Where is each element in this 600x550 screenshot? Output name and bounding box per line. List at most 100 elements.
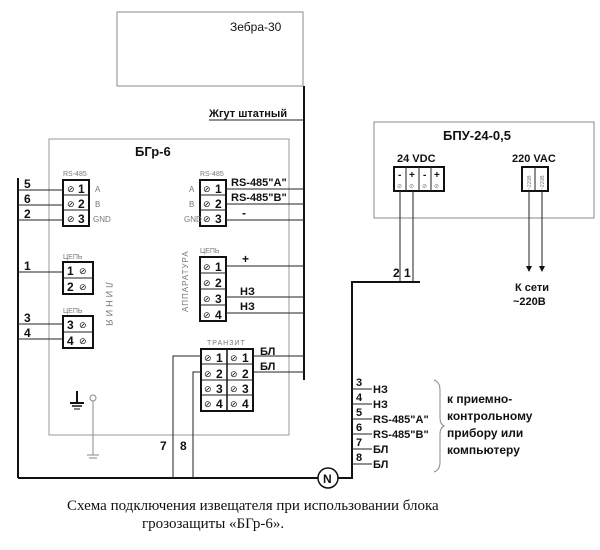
svg-text:⊘: ⊘ — [67, 214, 75, 224]
svg-text:GND: GND — [184, 215, 202, 224]
svg-text:4: 4 — [242, 397, 249, 411]
svg-text:⊘: ⊘ — [204, 353, 212, 363]
terminal-label: 4 — [67, 334, 74, 348]
bgr-6-enclosure — [48, 138, 290, 436]
svg-text:НЗ: НЗ — [240, 301, 255, 313]
svg-text:⊘: ⊘ — [204, 399, 212, 409]
svg-text:A: A — [95, 185, 101, 194]
svg-text:3: 3 — [216, 382, 223, 396]
line-label: ЛИНИЯ — [104, 282, 114, 329]
right-rs485-row: GND ⊘ 3 - — [184, 206, 304, 226]
dc-terminal-sign: - — [398, 170, 401, 181]
svg-text:3: 3 — [215, 212, 222, 226]
zebra-30-title: Зебра-30 — [230, 20, 282, 34]
svg-text:GND: GND — [93, 215, 111, 224]
svg-text:1: 1 — [215, 182, 222, 196]
wire-number: 1 — [24, 259, 31, 273]
mains-label: К сети — [515, 282, 549, 294]
svg-text:⊘: ⊘ — [422, 184, 427, 190]
node-n — [317, 467, 339, 489]
svg-text:⊘: ⊘ — [230, 399, 238, 409]
svg-text:8: 8 — [356, 452, 362, 464]
ground-terminal-icon — [87, 394, 99, 459]
svg-text:2: 2 — [242, 367, 249, 381]
ac-terminal-label: ~220В — [540, 175, 546, 190]
svg-text:6: 6 — [24, 192, 31, 206]
transit-row: ⊘ 1 ⊘ 1 — [204, 351, 249, 365]
svg-text:⊘: ⊘ — [79, 266, 87, 276]
svg-text:6: 6 — [356, 422, 362, 434]
transit-row: ⊘ 4 ⊘ 4 — [204, 397, 249, 411]
transit-row: ⊘ 2 ⊘ 2 — [204, 367, 249, 381]
right-rs485-terminal-block — [199, 179, 227, 227]
right-rs485-row: B ⊘ 2 RS-485"B" — [189, 192, 304, 211]
transit-output-label: БЛ — [260, 346, 275, 358]
wire-8 — [192, 371, 201, 478]
destination-line: к приемно- — [447, 392, 512, 406]
svg-text:4: 4 — [215, 308, 222, 322]
svg-text:5: 5 — [356, 407, 362, 419]
svg-text:⊘: ⊘ — [230, 353, 238, 363]
svg-text:⊘: ⊘ — [203, 262, 211, 272]
svg-text:B: B — [189, 200, 194, 209]
svg-text:⊘: ⊘ — [79, 282, 87, 292]
brace — [433, 379, 446, 473]
dc-terminal-sign: + — [434, 170, 440, 181]
svg-text:+: + — [242, 252, 249, 266]
svg-text:⊘: ⊘ — [434, 184, 439, 190]
svg-text:⊘: ⊘ — [67, 199, 75, 209]
app-row: ⊘ 2 — [203, 276, 222, 290]
right-rs485-header: RS-485 — [200, 171, 224, 178]
svg-text:⊘: ⊘ — [230, 384, 238, 394]
left-rs485-row: ⊘ 3 GND 2 — [18, 207, 111, 226]
mains-label: ~220В — [513, 296, 546, 308]
wire-number: 4 — [24, 326, 31, 340]
connection-item: 7 БЛ — [352, 437, 388, 456]
svg-text:⊘: ⊘ — [67, 184, 75, 194]
transit-output-label: БЛ — [260, 361, 275, 373]
ac-terminal-label: ~220В — [527, 175, 533, 190]
svg-text:⊘: ⊘ — [230, 369, 238, 379]
svg-text:3: 3 — [242, 382, 249, 396]
svg-text:1: 1 — [78, 182, 85, 196]
svg-text:⊘: ⊘ — [79, 320, 87, 330]
svg-text:2: 2 — [215, 276, 222, 290]
svg-text:2: 2 — [216, 367, 223, 381]
left-rs485-row: ⊘ 2 B 6 — [18, 192, 100, 211]
wire-number: 7 — [160, 439, 167, 453]
node-n-label: N — [323, 472, 332, 486]
wire-7 — [172, 355, 201, 478]
terminal-label: 2 — [67, 280, 74, 294]
svg-text:1: 1 — [216, 351, 223, 365]
connection-item: 4 НЗ — [352, 392, 388, 411]
svg-text:⊘: ⊘ — [204, 369, 212, 379]
wire-number: 1 — [404, 266, 411, 280]
apparatus-label: АППАРАТУРА — [181, 250, 190, 312]
svg-text:1: 1 — [242, 351, 249, 365]
line-block2-header: ЦЕПЬ — [63, 308, 83, 315]
svg-text:⊘: ⊘ — [397, 184, 402, 190]
svg-text:RS-485"A": RS-485"A" — [373, 414, 429, 426]
svg-text:RS-485"B": RS-485"B" — [373, 429, 429, 441]
arrow-down-icon — [539, 266, 545, 272]
svg-text:3: 3 — [78, 212, 85, 226]
arrow-down-icon — [526, 266, 532, 272]
output-trunk — [338, 281, 420, 479]
caption-line-2: грозозащиты «БГр-6». — [142, 516, 285, 532]
connection-item: 5 RS-485"A" — [352, 407, 429, 426]
connection-list: 3 НЗ 4 НЗ 5 RS-485"A" 6 RS-485"B" 7 БЛ 8… — [352, 377, 429, 471]
transit-header: ТРАНЗИТ — [207, 340, 246, 347]
harness-label: Жгут штатный — [208, 108, 287, 120]
svg-text:4: 4 — [216, 397, 223, 411]
app-row: ⊘ 1 + — [203, 252, 304, 274]
bgr-6-title: БГр-6 — [135, 144, 171, 159]
terminal-label: 1 — [67, 264, 74, 278]
svg-text:B: B — [95, 200, 100, 209]
line-block1-header: ЦЕПЬ — [63, 254, 83, 261]
wire-number: 2 — [393, 266, 400, 280]
svg-text:БЛ: БЛ — [373, 459, 388, 471]
destination-line: прибору или — [447, 426, 523, 440]
svg-text:БЛ: БЛ — [373, 444, 388, 456]
transit-row: ⊘3 ⊘3 — [204, 382, 249, 396]
svg-text:5: 5 — [24, 177, 31, 191]
